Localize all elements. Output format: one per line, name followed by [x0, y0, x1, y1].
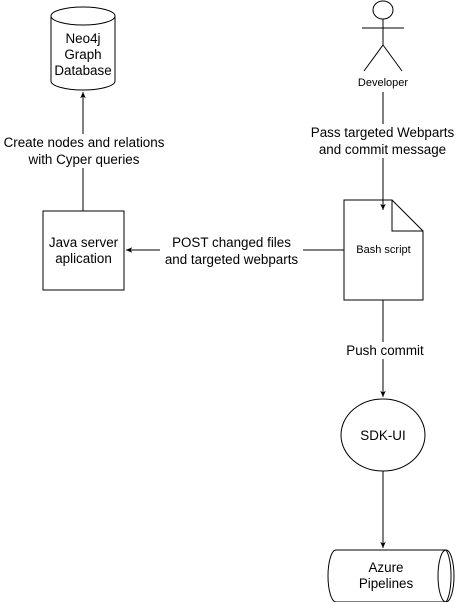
database-label: Neo4j Graph Database — [54, 31, 112, 78]
edge-label-pass-webparts: Pass targeted Webparts and commit messag… — [306, 124, 459, 158]
edge-label-push-commit: Push commit — [345, 342, 425, 359]
edge-label-post-files: POST changed files and targeted webparts — [160, 234, 303, 268]
sdk-ui-label: SDK-UI — [360, 427, 406, 443]
edge-label-cypher: Create nodes and relations with Cyper qu… — [0, 134, 168, 168]
developer-actor — [362, 0, 404, 72]
java-server-node — [42, 210, 125, 291]
azure-pipelines-label: Azure Pipelines — [358, 560, 414, 591]
java-server-label: Java server aplication — [48, 234, 119, 266]
bash-script-node — [343, 199, 424, 301]
bash-script-label: Bash script — [356, 244, 411, 256]
developer-label: Developer — [357, 77, 409, 89]
azure-pipelines-node — [327, 549, 455, 602]
neo4j-database-node — [50, 6, 116, 91]
